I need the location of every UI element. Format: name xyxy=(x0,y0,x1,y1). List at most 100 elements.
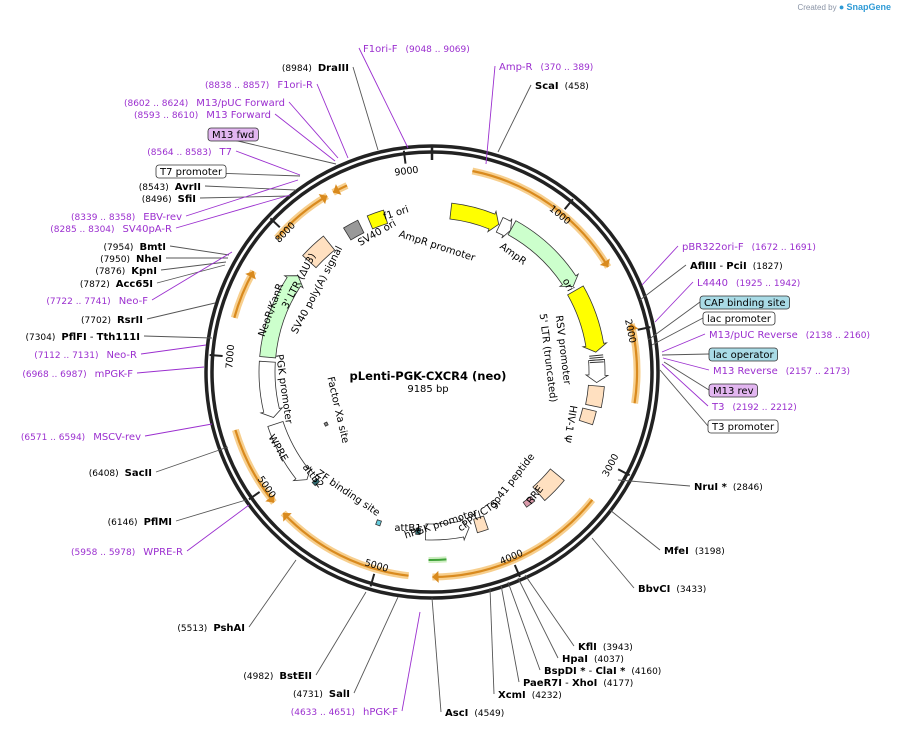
site-name: BspDI * xyxy=(544,666,586,677)
site-xcmi[interactable]: XcmI(4232) xyxy=(498,690,562,701)
leader-line xyxy=(401,611,421,712)
feature-hiv-1 xyxy=(578,407,597,426)
site-name: AscI xyxy=(445,708,468,719)
feature-tag-cap-binding-site[interactable]: CAP binding site xyxy=(699,295,790,310)
feature-tag-m13-rev[interactable]: M13 rev xyxy=(708,383,758,398)
feature-label: ZF binding site xyxy=(314,468,382,519)
primer-t7[interactable]: T7(8564 .. 8583) xyxy=(147,147,300,175)
site-hpai[interactable]: HpaI(4037) xyxy=(562,654,624,665)
primer-name: F1ori-F xyxy=(363,44,398,55)
plasmid-length: 9185 bp xyxy=(407,384,448,395)
primer-m13-reverse[interactable]: M13 Reverse(2157 .. 2173) xyxy=(663,358,850,377)
site-name: RsrII xyxy=(117,315,143,326)
primer-label: Amp-R(370 .. 389) xyxy=(499,62,593,73)
site-bsteii[interactable]: BstEII(4982) xyxy=(243,671,312,682)
primer-hpgk-f[interactable]: hPGK-F(4633 .. 4651) xyxy=(291,612,420,718)
feature-tag-t7-promoter[interactable]: T7 promoter xyxy=(155,164,227,179)
site-scai[interactable]: ScaI(458) xyxy=(535,81,589,92)
tag-label: M13 fwd xyxy=(212,130,254,141)
site-draiii[interactable]: DraIII(8984) xyxy=(282,63,349,74)
site-kpni[interactable]: KpnI(7876) xyxy=(95,266,157,277)
site-acc65i[interactable]: Acc65I (7872) xyxy=(80,279,153,290)
site-position: (8496) xyxy=(142,195,172,205)
primer-f1ori-r[interactable]: F1ori-R(8838 .. 8857) xyxy=(205,80,348,158)
site-mfei[interactable]: MfeI(3198) xyxy=(664,546,725,557)
site-sacii[interactable]: SacII(6408) xyxy=(89,468,152,479)
primer-position: (7722 .. 7741) xyxy=(46,297,110,307)
leader-line xyxy=(274,113,336,162)
backbone-arrowhead xyxy=(318,194,328,205)
credit-prefix: Created by xyxy=(797,3,837,12)
primer-mpgk-f[interactable]: mPGK-F(6968 .. 6987) xyxy=(22,367,204,380)
operator-mark xyxy=(589,359,604,362)
feature-tag-m13-fwd[interactable]: M13 fwd xyxy=(207,127,259,142)
site-asci[interactable]: AscI(4549) xyxy=(445,708,504,719)
tag-box xyxy=(702,311,776,326)
site-label: BmtI xyxy=(139,242,166,253)
site-avrii[interactable]: AvrII(8543) xyxy=(139,182,201,193)
site-afliii[interactable]: AflIII - PciI(1827) xyxy=(690,261,783,272)
site-label: NheI xyxy=(136,254,162,265)
site-sfii[interactable]: SfiI(8496) xyxy=(142,194,196,205)
site-paer7i[interactable]: PaeR7I - XhoI(4177) xyxy=(523,678,633,689)
primer-amp-r[interactable]: Amp-R(370 .. 389) xyxy=(486,62,593,164)
primer-mscv-rev[interactable]: MSCV-rev(6571 .. 6594) xyxy=(21,424,212,443)
primer-f1ori-f[interactable]: F1ori-F(9048 .. 9069) xyxy=(363,44,470,148)
site-sep: - xyxy=(585,666,595,677)
primer-m13-forward[interactable]: M13 Forward(8593 .. 8610) xyxy=(134,110,335,161)
primer-sv40pa-r[interactable]: SV40pA-R(8285 .. 8304) xyxy=(50,195,290,235)
tag-box xyxy=(708,347,778,362)
site-position: (2846) xyxy=(733,483,763,493)
site-name: AvrII xyxy=(175,182,201,193)
leader-line xyxy=(639,264,687,301)
feature-tag-t3-promoter[interactable]: T3 promoter xyxy=(707,419,779,434)
site-bbvci[interactable]: BbvCI(3433) xyxy=(638,584,706,595)
backbone-arc xyxy=(282,512,409,577)
leader-line xyxy=(140,344,207,355)
site-nhei[interactable]: NheI(7950) xyxy=(100,254,162,265)
site-kfli[interactable]: KflI(3943) xyxy=(578,642,633,653)
site-pshai[interactable]: PshAI(5513) xyxy=(177,623,245,634)
site-pflmi[interactable]: PflMI(6146) xyxy=(108,517,172,528)
primer-neo-f[interactable]: Neo-F(7722 .. 7741) xyxy=(46,252,232,307)
primer-position: (8285 .. 8304) xyxy=(50,225,114,235)
leader-line xyxy=(186,504,250,552)
primer-ebv-rev[interactable]: EBV-rev (8339 .. 8358) xyxy=(71,180,298,223)
primer-position: (8339 .. 8358) xyxy=(71,213,135,223)
site-name: XcmI xyxy=(498,690,526,701)
feature-tag-lac-promoter[interactable]: lac promoter xyxy=(702,311,776,326)
site-name-2: PciI xyxy=(726,261,746,272)
primer-m13-puc-reverse[interactable]: M13/pUC Reverse(2138 .. 2160) xyxy=(662,330,870,352)
primer-wpre-r[interactable]: WPRE-R(5958 .. 5978) xyxy=(71,505,249,558)
site-position: (7872) xyxy=(80,280,110,290)
leader-line xyxy=(609,509,661,551)
site-name: KflI xyxy=(578,642,597,653)
primer-pbr322ori-f[interactable]: pBR322ori-F(1672 .. 1691) xyxy=(642,242,816,285)
site-sali[interactable]: SalI(4731) xyxy=(293,689,350,700)
site-label: ScaI(458) xyxy=(535,81,589,92)
site-name: Acc65I xyxy=(116,279,153,290)
primer-t3[interactable]: T3(2192 .. 2212) xyxy=(662,364,797,413)
primer-neo-r[interactable]: Neo-R(7112 .. 7131) xyxy=(34,345,206,361)
site-label: AscI(4549) xyxy=(445,708,504,719)
feature-pgk-promoter xyxy=(258,360,284,419)
site-bmti[interactable]: BmtI(7954) xyxy=(104,242,166,253)
primer-label: EBV-rev xyxy=(143,212,182,223)
site-bspdi[interactable]: BspDI * - ClaI *(4160) xyxy=(544,666,661,677)
site-name: SacII xyxy=(125,468,152,479)
site-nrui[interactable]: NruI *(2846) xyxy=(694,482,763,493)
label-layer: DraIII(8984) ScaI(458) AflIII - PciI(1827)… xyxy=(21,44,870,719)
site-position: (8984) xyxy=(282,64,312,74)
site-label: KflI(3943) xyxy=(578,642,633,653)
feature-tag-lac-operator[interactable]: lac operator xyxy=(708,347,778,362)
tick-label: 2000 xyxy=(622,318,638,344)
primer-l4440[interactable]: L4440(1925 .. 1942) xyxy=(655,278,800,322)
tick-mark xyxy=(513,564,521,578)
site-rsrii[interactable]: RsrII(7702) xyxy=(81,315,143,326)
tick-mark xyxy=(248,491,261,501)
tick-mark xyxy=(402,150,407,164)
primer-m13-puc-forward[interactable]: M13/pUC Forward(8602 .. 8624) xyxy=(124,98,338,158)
site-pflfi[interactable]: PflFI - Tth111I(7304) xyxy=(25,332,140,343)
leader-line xyxy=(155,446,229,473)
feature-label: f1 ori xyxy=(382,204,410,223)
